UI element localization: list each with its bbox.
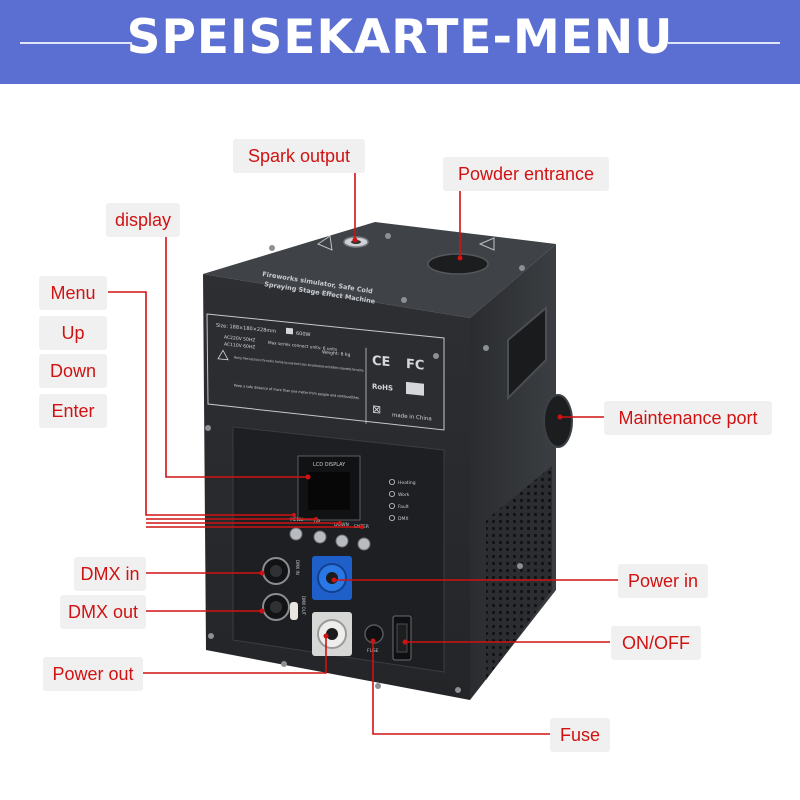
svg-text:UP: UP: [314, 519, 320, 525]
callout-power-in: Power in: [618, 564, 708, 598]
svg-text:RoHS: RoHS: [372, 381, 393, 392]
svg-text:DOWN: DOWN: [334, 522, 349, 528]
leader-lines: [108, 170, 618, 735]
svg-text:FC: FC: [406, 357, 424, 374]
top-warning-triangle: [316, 235, 333, 251]
svg-text:MENU: MENU: [290, 517, 303, 523]
side-vent-grille: [486, 466, 552, 680]
menu-button: [289, 527, 303, 541]
svg-text:DMX IN: DMX IN: [295, 560, 300, 575]
svg-text:AC110V 60HZ: AC110V 60HZ: [224, 341, 255, 350]
spec-panel: [206, 313, 445, 431]
svg-text:DMX OUT: DMX OUT: [301, 596, 306, 616]
header-banner: SPEISEKARTE-MENU: [0, 0, 800, 84]
svg-text:Heating: Heating: [398, 480, 416, 486]
machine-top-face: [203, 222, 556, 318]
callout-up: Up: [39, 316, 107, 350]
svg-text:CE: CE: [372, 353, 390, 370]
indicator-leds: Heating Work Fault DMX: [388, 478, 416, 522]
side-handle: [507, 305, 547, 401]
callout-menu: Menu: [39, 276, 107, 310]
svg-text:600W: 600W: [296, 331, 311, 338]
callout-power-out: Power out: [43, 657, 143, 691]
callout-dmx-out: DMX out: [60, 595, 146, 629]
svg-text:Work: Work: [398, 492, 410, 498]
svg-text:Fault: Fault: [398, 504, 409, 510]
svg-text:DMX: DMX: [398, 516, 408, 522]
callout-on-off: ON/OFF: [611, 626, 701, 660]
callout-display: display: [106, 203, 180, 237]
svg-text:made in China: made in China: [392, 412, 432, 422]
banner-rule-left: [20, 42, 132, 44]
callout-down: Down: [39, 354, 107, 388]
powder-entrance-lid: [427, 253, 489, 275]
page-title: SPEISEKARTE-MENU: [126, 10, 674, 65]
callout-dmx-in: DMX in: [74, 557, 146, 591]
down-button: [335, 534, 349, 548]
callout-maintenance-port: Maintenance port: [604, 401, 772, 435]
leader-dots: [259, 237, 563, 645]
callout-enter: Enter: [39, 394, 107, 428]
svg-text:⊠: ⊠: [372, 402, 381, 416]
callout-fuse: Fuse: [550, 718, 610, 752]
up-button: [313, 530, 327, 544]
svg-text:Weight: 6 kg: Weight: 6 kg: [322, 349, 350, 358]
svg-text:AC220V 50HZ: AC220V 50HZ: [224, 334, 255, 343]
panel-screws: [205, 233, 525, 693]
callout-spark-output: Spark output: [233, 139, 365, 173]
callout-powder-entrance: Powder entrance: [443, 157, 609, 191]
banner-rule-right: [668, 42, 780, 44]
enter-button: [357, 537, 371, 551]
lcd-screen: [308, 472, 350, 510]
maintenance-port-knob: [543, 394, 573, 448]
lcd-label: LCD DISPLAY: [313, 462, 346, 468]
